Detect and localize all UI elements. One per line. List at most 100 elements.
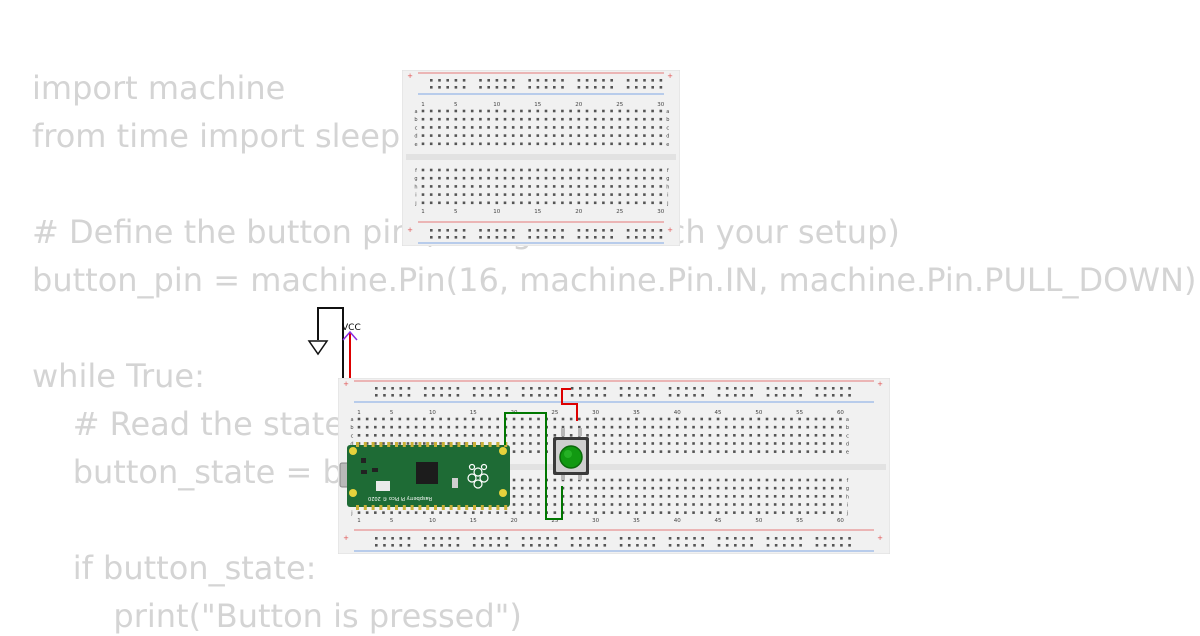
row-letter: a bbox=[846, 417, 849, 423]
row-letter: f bbox=[847, 478, 849, 484]
column-number: 30 bbox=[657, 102, 664, 108]
code-line: print("Button is pressed") bbox=[32, 597, 522, 635]
row-letter: c bbox=[351, 433, 354, 439]
row-letter: c bbox=[415, 125, 418, 131]
svg-text:+: + bbox=[407, 72, 413, 80]
row-letter: a bbox=[350, 417, 353, 423]
row-letter: d bbox=[350, 441, 353, 447]
code-line: from time import sleep bbox=[32, 117, 401, 155]
svg-text:+: + bbox=[667, 226, 673, 234]
row-letter: j bbox=[666, 201, 668, 207]
push-button[interactable] bbox=[553, 428, 589, 480]
row-letter: h bbox=[846, 494, 849, 500]
column-number: 45 bbox=[715, 518, 722, 524]
ground-wire[interactable] bbox=[317, 307, 344, 396]
row-letter: e bbox=[846, 450, 849, 456]
row-letter: g bbox=[414, 176, 417, 182]
column-number: 55 bbox=[796, 518, 803, 524]
button-cap[interactable] bbox=[559, 445, 583, 469]
row-letter: g bbox=[666, 176, 669, 182]
svg-text:+: + bbox=[877, 380, 883, 388]
column-number: 5 bbox=[454, 102, 458, 108]
column-number: 1 bbox=[357, 410, 361, 416]
column-number: 50 bbox=[755, 410, 762, 416]
row-letter: i bbox=[667, 193, 668, 199]
column-number: 25 bbox=[551, 410, 558, 416]
column-number: 25 bbox=[616, 102, 623, 108]
vcc-arrow-icon bbox=[342, 330, 358, 341]
column-number: 60 bbox=[837, 410, 844, 416]
column-number: 15 bbox=[470, 518, 477, 524]
column-number: 30 bbox=[657, 209, 664, 215]
raspberry-logo-icon bbox=[467, 463, 489, 489]
column-number: 1 bbox=[357, 518, 361, 524]
column-number: 20 bbox=[511, 518, 518, 524]
row-letter: i bbox=[847, 502, 848, 508]
column-number: 60 bbox=[837, 518, 844, 524]
row-letter: j bbox=[846, 511, 848, 517]
svg-text:+: + bbox=[407, 226, 413, 234]
column-number: 35 bbox=[633, 518, 640, 524]
row-letter: d bbox=[846, 441, 849, 447]
row-letter: g bbox=[846, 486, 849, 492]
column-number: 15 bbox=[470, 410, 477, 416]
row-letter: a bbox=[414, 109, 417, 115]
column-number: 35 bbox=[633, 410, 640, 416]
button-signal-wire[interactable] bbox=[504, 412, 563, 520]
row-letter: d bbox=[414, 134, 417, 140]
column-number: 10 bbox=[493, 102, 500, 108]
column-number: 55 bbox=[796, 410, 803, 416]
column-number: 5 bbox=[390, 518, 394, 524]
column-number: 45 bbox=[715, 410, 722, 416]
vcc-label: VCC bbox=[342, 323, 361, 333]
row-letter: h bbox=[414, 184, 417, 190]
row-letter: b bbox=[666, 117, 669, 123]
column-number: 30 bbox=[592, 518, 599, 524]
raspberry-pi-pico[interactable]: Raspberry Pi Pico © 2020 bbox=[339, 442, 510, 510]
column-number: 10 bbox=[429, 410, 436, 416]
row-letter: b bbox=[414, 117, 417, 123]
column-number: 50 bbox=[755, 518, 762, 524]
row-letter: c bbox=[666, 125, 669, 131]
row-letter: e bbox=[414, 142, 417, 148]
code-line: import machine bbox=[32, 69, 286, 107]
column-number: 25 bbox=[551, 518, 558, 524]
svg-text:+: + bbox=[667, 72, 673, 80]
column-number: 10 bbox=[493, 209, 500, 215]
column-number: 1 bbox=[421, 209, 425, 215]
svg-text:+: + bbox=[343, 534, 349, 542]
code-line: if button_state: bbox=[32, 549, 317, 587]
row-letter: f bbox=[415, 168, 417, 174]
row-letter: j bbox=[414, 201, 416, 207]
column-number: 5 bbox=[454, 209, 458, 215]
row-letter: i bbox=[415, 193, 416, 199]
svg-text:+: + bbox=[877, 534, 883, 542]
column-number: 40 bbox=[674, 518, 681, 524]
column-number: 30 bbox=[592, 410, 599, 416]
column-number: 5 bbox=[390, 410, 394, 416]
column-number: 15 bbox=[534, 102, 541, 108]
code-line: while True: bbox=[32, 357, 205, 395]
column-number: 25 bbox=[616, 209, 623, 215]
row-letter: d bbox=[666, 134, 669, 140]
row-letter: f bbox=[667, 168, 669, 174]
row-letter: e bbox=[666, 142, 669, 148]
column-number: 10 bbox=[429, 518, 436, 524]
pico-label: Raspberry Pi Pico © 2020 bbox=[368, 495, 432, 502]
row-letter: h bbox=[666, 184, 669, 190]
row-letter: b bbox=[846, 425, 849, 431]
column-number: 20 bbox=[575, 102, 582, 108]
column-number: 1 bbox=[421, 102, 425, 108]
code-line: button_pin = machine.Pin(16, machine.Pin… bbox=[32, 261, 1197, 299]
svg-text:+: + bbox=[343, 380, 349, 388]
column-number: 15 bbox=[534, 209, 541, 215]
row-letter: c bbox=[846, 433, 849, 439]
button-power-wire[interactable] bbox=[561, 388, 578, 421]
column-number: 40 bbox=[674, 410, 681, 416]
row-letter: b bbox=[350, 425, 353, 431]
ground-icon bbox=[307, 340, 329, 356]
row-letter: j bbox=[350, 511, 352, 517]
